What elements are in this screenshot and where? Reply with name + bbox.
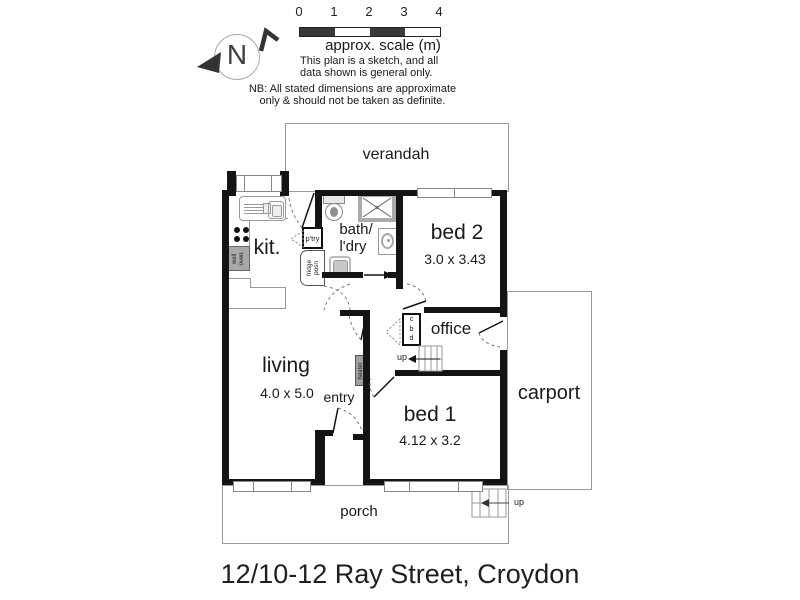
kitchen-bay-window (236, 175, 282, 192)
toilet-bowl-inner (330, 207, 338, 217)
up-label-porch: up (513, 497, 524, 507)
scale-segment-light (335, 28, 370, 36)
toilet-bowl (325, 203, 343, 221)
room-label-entry: entry (323, 389, 355, 405)
wall (227, 171, 236, 196)
cooktop-burner (234, 227, 240, 233)
sink-bowl (268, 201, 284, 219)
room-dims-living: 4.0 x 5.0 (260, 385, 314, 401)
cupboard-letter: d (409, 335, 414, 342)
sink-bowl-inner (272, 205, 282, 217)
scale-segment-light (405, 28, 440, 36)
page-title: 12/10-12 Ray Street, Croydon (220, 559, 580, 589)
scale-tick-0: 0 (295, 4, 303, 19)
scale-tick-1: 1 (330, 4, 338, 19)
bench-edge (285, 287, 286, 308)
window-mullion (454, 189, 455, 197)
cooktop-burner (243, 227, 249, 233)
kitchen-sink (239, 196, 286, 221)
wall (315, 190, 322, 229)
sink-faucet (263, 203, 271, 214)
bed1-window (384, 481, 483, 492)
wall (500, 350, 507, 485)
bench-edge (249, 218, 250, 268)
room-label-kitchen: kit. (253, 236, 281, 259)
hall-cupboard: c b d (402, 313, 421, 346)
room-label-carport: carport (517, 382, 581, 404)
wall (340, 310, 370, 316)
cupboard-letter: c (409, 316, 414, 323)
window-mullion (458, 482, 459, 491)
scale-tick-3: 3 (400, 4, 408, 19)
bed2-window (417, 188, 492, 198)
fridge-label: posn (312, 260, 320, 276)
window-mullion (409, 482, 410, 491)
bench-edge (250, 278, 251, 287)
office-stairs (418, 345, 443, 372)
north-letter: N (226, 39, 248, 70)
up-label-office: up (396, 352, 407, 362)
wall (315, 430, 333, 436)
disclaimer-line-1: This plan is a sketch, and all (300, 55, 439, 67)
room-label-bed1: bed 1 (403, 403, 457, 426)
shower-base (358, 193, 396, 222)
room-label-bath-line1: bath/ (339, 221, 373, 238)
wall (315, 436, 325, 485)
room-label-bed2: bed 2 (430, 221, 484, 244)
wall (395, 370, 507, 376)
scale-bar (299, 27, 441, 37)
room-label-bath-line2: l'dry (339, 238, 367, 255)
wall (222, 190, 229, 485)
fridge-position: fridge posn (300, 250, 325, 286)
wall (388, 272, 403, 278)
wall (322, 272, 363, 278)
room-label-office: office (430, 319, 472, 338)
sink-drainer (244, 202, 264, 215)
nb-line-2: only & should not be taken as definite. (259, 95, 446, 107)
cooktop-burner (234, 236, 240, 242)
wall (396, 190, 403, 289)
wall (280, 171, 289, 196)
window-mullion (271, 176, 272, 191)
bench-edge (250, 287, 286, 288)
fridge-label: fridge (305, 259, 313, 277)
bench-edge (229, 278, 250, 279)
wall (353, 434, 370, 440)
living-window (233, 481, 311, 492)
nb-line-1: NB: All stated dimensions are approximat… (248, 83, 457, 95)
disclaimer-line-2: data shown is general only. (300, 67, 433, 79)
north-compass-circle: N (214, 34, 260, 80)
room-dims-bed2: 3.0 x 3.43 (424, 251, 486, 267)
wall (363, 312, 370, 485)
basin-drain (387, 239, 390, 242)
scale-label: approx. scale (m) (325, 37, 441, 54)
carport-outline (507, 291, 592, 490)
porch-outline (222, 485, 509, 544)
cupboard-letter: b (409, 325, 414, 333)
basin-bowl (381, 233, 394, 249)
wall (500, 190, 507, 317)
window-mullion (291, 482, 292, 491)
room-label-living: living (262, 354, 310, 377)
wall (424, 307, 507, 313)
cooktop-burner (243, 236, 249, 242)
room-dims-bed1: 4.12 x 3.2 (399, 432, 461, 448)
scale-segment-dark (300, 28, 335, 36)
window-mullion (253, 482, 254, 491)
scale-tick-4: 4 (435, 4, 443, 19)
room-label-verandah: verandah (362, 146, 430, 163)
pantry-label: p'try (305, 234, 320, 243)
wall (315, 190, 507, 196)
office-up-arrow (408, 355, 440, 363)
window-mullion (244, 176, 245, 191)
scale-segment-dark (370, 28, 405, 36)
scale-tick-2: 2 (365, 4, 373, 19)
bench-edge (229, 308, 286, 309)
room-label-porch: porch (340, 503, 378, 520)
